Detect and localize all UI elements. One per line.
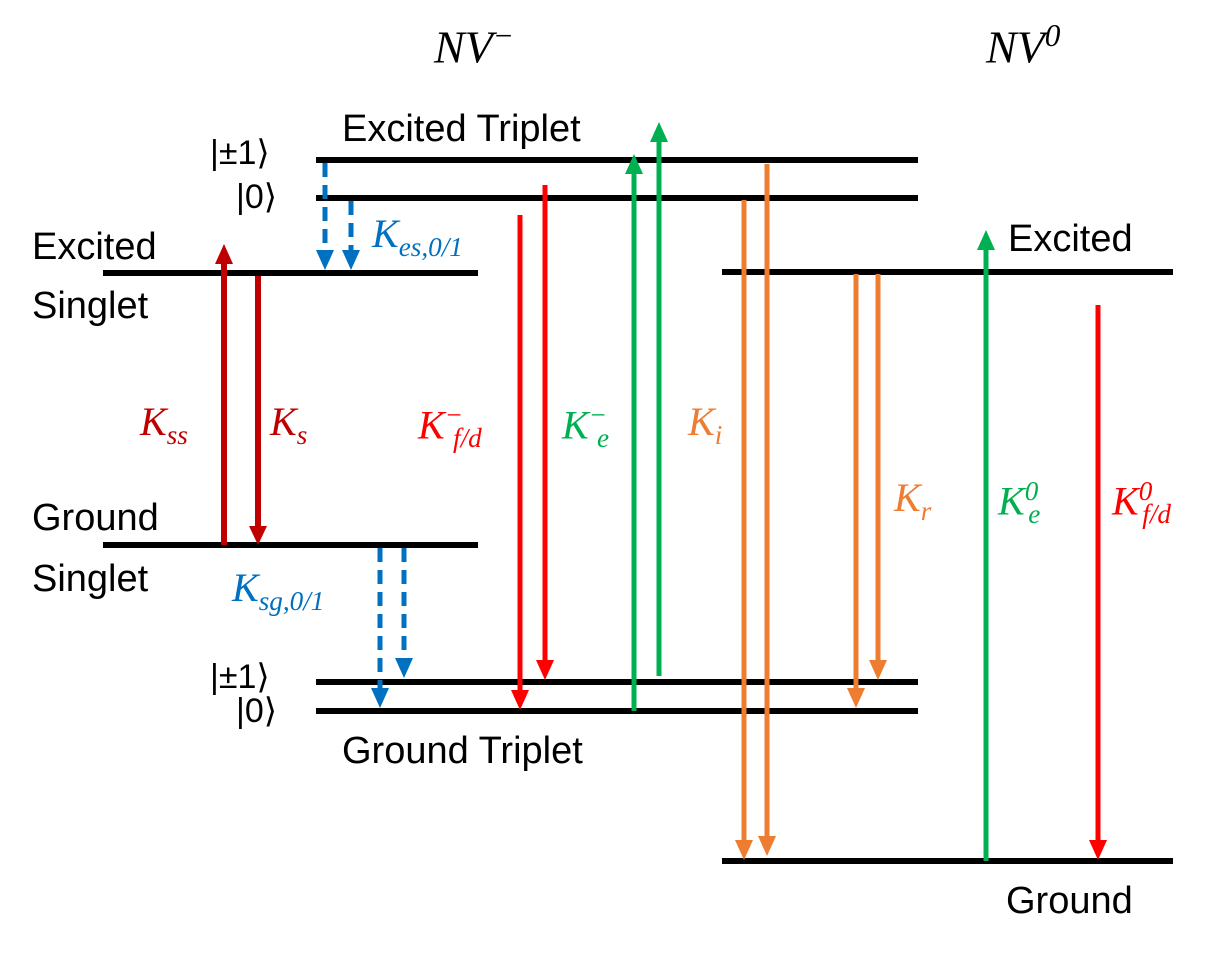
rate-kfd-zero: K0f/d	[1112, 476, 1171, 530]
rate-kss: Kss	[140, 399, 188, 450]
arrow-ke-zero	[977, 230, 995, 861]
rate-kes: Kes,0/1	[372, 211, 463, 262]
label-ground-triplet: Ground Triplet	[342, 730, 583, 772]
arrows-ke-minus	[625, 122, 668, 711]
rate-kr: Kr	[894, 475, 932, 526]
rate-ke-minus: K−e	[562, 400, 610, 454]
energy-levels	[103, 157, 1173, 864]
ket-gs-0: |0⟩	[236, 692, 278, 730]
arrows-kes	[316, 163, 360, 270]
arrows-ksg	[371, 548, 413, 708]
arrow-kfd-zero	[1089, 305, 1107, 860]
label-nv0-ground: Ground	[1006, 880, 1133, 922]
arrows-kr	[847, 274, 887, 708]
title-nv-zero: NV0	[986, 18, 1061, 73]
title-nv-minus: NV−	[434, 18, 514, 73]
label-ground-singlet-2: Singlet	[32, 558, 149, 600]
arrows-singlet	[215, 244, 267, 545]
rate-ki: Ki	[688, 399, 723, 450]
ket-es-0: |0⟩	[236, 178, 278, 216]
label-excited-singlet-1: Excited	[32, 226, 157, 268]
rate-ke-zero: K0e	[998, 476, 1041, 530]
label-ground-singlet-1: Ground	[32, 497, 159, 539]
ket-gs-pm1: |±1⟩	[210, 658, 270, 696]
rate-ks: Ks	[270, 399, 308, 450]
arrows-ki	[735, 164, 776, 860]
ket-es-pm1: |±1⟩	[210, 134, 270, 172]
rate-kfd-minus: K−f/d	[418, 400, 482, 454]
label-excited-triplet: Excited Triplet	[342, 108, 581, 150]
arrows-kfd-minus	[511, 185, 554, 710]
label-nv0-excited: Excited	[1008, 218, 1133, 260]
rate-ksg: Ksg,0/1	[232, 565, 325, 616]
label-excited-singlet-2: Singlet	[32, 285, 149, 327]
